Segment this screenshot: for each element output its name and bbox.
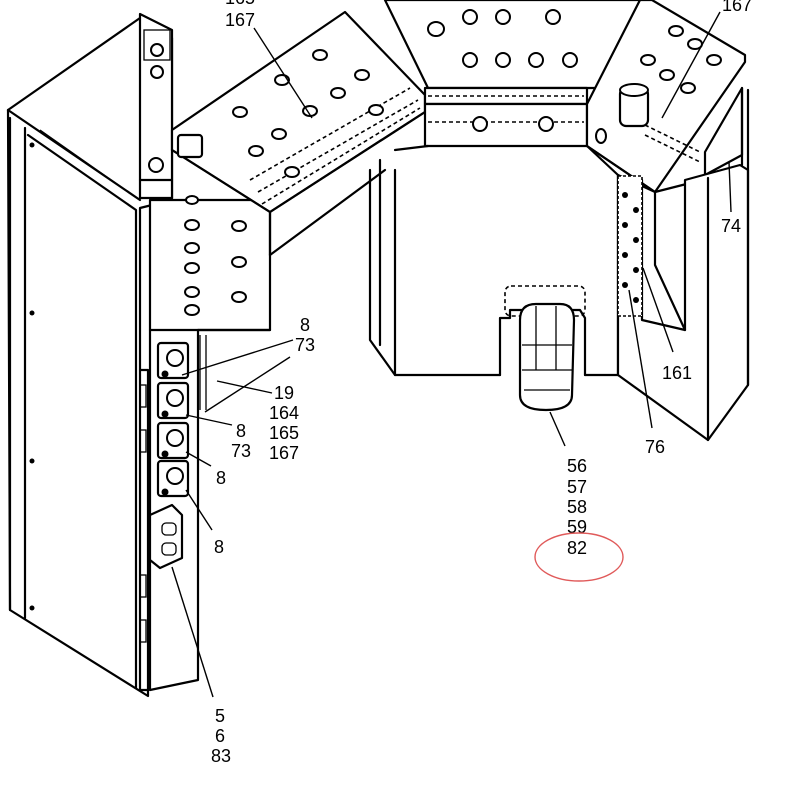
left-cabinet [6, 12, 174, 698]
leader-8-c [185, 451, 212, 467]
label-8-b: 8 [236, 421, 246, 441]
label-167-top: 167 [225, 10, 255, 30]
connector-stack [156, 341, 190, 498]
label-59: 59 [567, 517, 587, 537]
left-angled-console [170, 10, 427, 257]
label-82: 82 [567, 538, 587, 558]
label-6: 6 [215, 726, 225, 746]
label-76: 76 [645, 437, 665, 457]
connector-column [148, 195, 272, 692]
leader-top-right [661, 11, 721, 119]
label-167: 167 [269, 443, 299, 463]
leader-74 [728, 161, 732, 213]
leader-19-panel [204, 356, 291, 413]
label-73-b: 73 [231, 441, 251, 461]
leader-8-73-b [185, 414, 233, 426]
label-74: 74 [721, 216, 741, 236]
back-wall [368, 144, 620, 377]
leader-outlet [171, 566, 214, 698]
leader-lines [171, 11, 732, 698]
leader-center-bottom [549, 411, 566, 447]
label-19: 19 [274, 383, 294, 403]
leader-8-d [185, 489, 213, 531]
label-164: 164 [269, 403, 299, 423]
label-73-a: 73 [295, 335, 315, 355]
label-165-top: 165 [225, 0, 255, 8]
leader-161 [642, 267, 674, 353]
leader-top-left [253, 27, 313, 119]
label-161: 161 [662, 363, 692, 383]
label-8-a: 8 [300, 315, 310, 335]
label-8-c: 8 [216, 468, 226, 488]
label-165: 165 [269, 423, 299, 443]
highlight-circle-82 [534, 532, 624, 582]
label-56: 56 [567, 456, 587, 476]
label-8-d: 8 [214, 537, 224, 557]
center-console [383, 0, 642, 148]
leader-8-73-a [181, 339, 294, 376]
foot-pedal [518, 302, 576, 412]
duplex-outlet [148, 503, 184, 570]
label-5: 5 [215, 706, 225, 726]
label-57: 57 [567, 477, 587, 497]
label-167-top-right: 167 [722, 0, 752, 15]
label-83: 83 [211, 746, 231, 766]
callout-labels: 165 167 167 74 161 76 56 57 58 59 82 8 7… [211, 0, 752, 766]
label-58: 58 [567, 497, 587, 517]
leader-76 [628, 289, 653, 429]
